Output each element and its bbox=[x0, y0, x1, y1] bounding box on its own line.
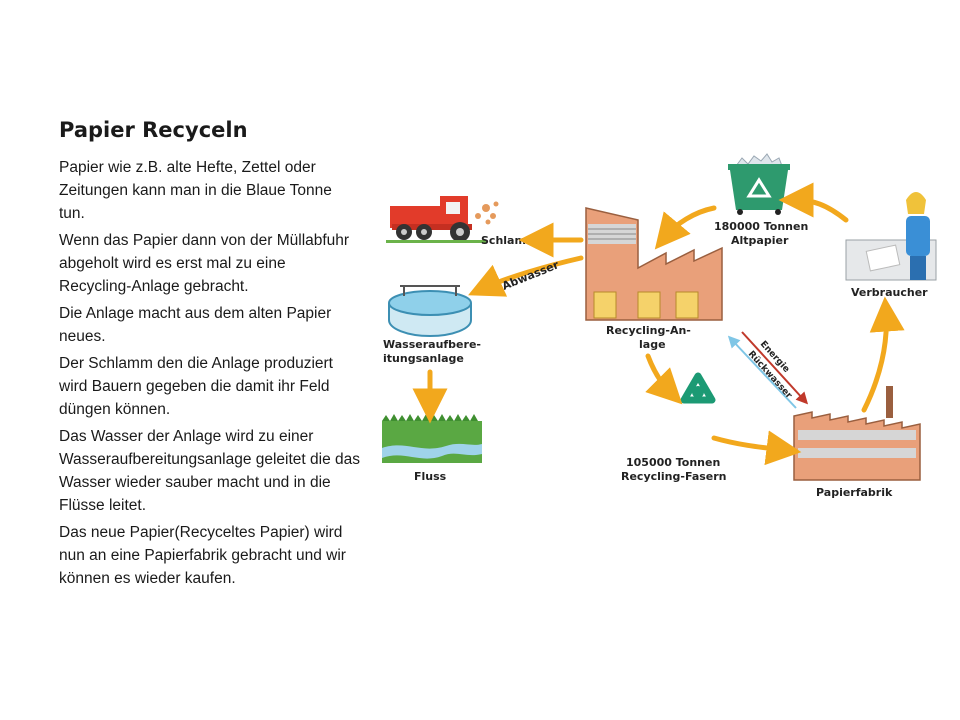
consumer-person-icon bbox=[845, 192, 937, 281]
flow-arrows bbox=[412, 182, 905, 466]
label-verbraucher: Verbraucher bbox=[851, 286, 928, 299]
arrow-bin-to-plant bbox=[654, 205, 717, 250]
paragraph: Papier wie z.B. alte Hefte, Zettel oder … bbox=[59, 159, 332, 222]
recycling-diagram: Schlamm Wasseraufbere- itungsanlage Flus… bbox=[382, 153, 937, 499]
paragraph: Die Anlage macht aus dem alten Papier ne… bbox=[59, 305, 332, 345]
label-fasern-2: Recycling-Fasern bbox=[621, 470, 727, 483]
label-altpapier-1: 180000 Tonnen bbox=[714, 220, 808, 233]
paper-factory-icon bbox=[793, 386, 921, 481]
arrow-consumer-to-bin bbox=[778, 182, 849, 223]
paragraph: Das Wasser der Anlage wird zu einer Wass… bbox=[59, 428, 361, 514]
arrow-factory-to-consumer bbox=[861, 296, 905, 413]
paragraph: Das neue Papier(Recyceltes Papier) wird … bbox=[59, 524, 346, 587]
body-text: Papier wie z.B. alte Hefte, Zettel oder … bbox=[59, 156, 361, 594]
label-wasser-1: Wasseraufbere- bbox=[383, 338, 481, 351]
arrow-plant-to-basin bbox=[468, 255, 584, 297]
label-abwasser: Abwasser bbox=[500, 258, 561, 293]
label-fasern-1: 105000 Tonnen bbox=[626, 456, 720, 469]
tractor-icon bbox=[386, 196, 499, 243]
recycle-symbol-icon bbox=[680, 372, 716, 404]
water-basin-icon bbox=[388, 285, 472, 337]
recycle-bin-icon bbox=[728, 153, 790, 215]
river-icon bbox=[382, 414, 482, 463]
label-altpapier-2: Altpapier bbox=[731, 234, 789, 247]
recycle-symbol-icon bbox=[746, 177, 772, 198]
arrow-rueckwasser bbox=[727, 335, 797, 409]
arrow-fasern-to-factory bbox=[711, 430, 802, 466]
label-papierfabrik: Papierfabrik bbox=[816, 486, 893, 499]
paragraph: Der Schlamm den die Anlage produziert wi… bbox=[59, 355, 333, 418]
label-wasser-2: itungsanlage bbox=[383, 352, 464, 365]
arrow-plant-to-fasern bbox=[645, 353, 683, 405]
label-schlamm: Schlamm bbox=[481, 234, 537, 247]
label-fluss: Fluss bbox=[414, 470, 447, 483]
arrow-energie bbox=[741, 331, 809, 405]
label-recycling-1: Recycling-An- bbox=[606, 324, 691, 337]
label-recycling-2: lage bbox=[639, 338, 666, 351]
page-title: Papier Recyceln bbox=[59, 118, 248, 142]
factory-icon bbox=[585, 207, 723, 321]
paragraph: Wenn das Papier dann von der Müllabfuhr … bbox=[59, 232, 350, 295]
